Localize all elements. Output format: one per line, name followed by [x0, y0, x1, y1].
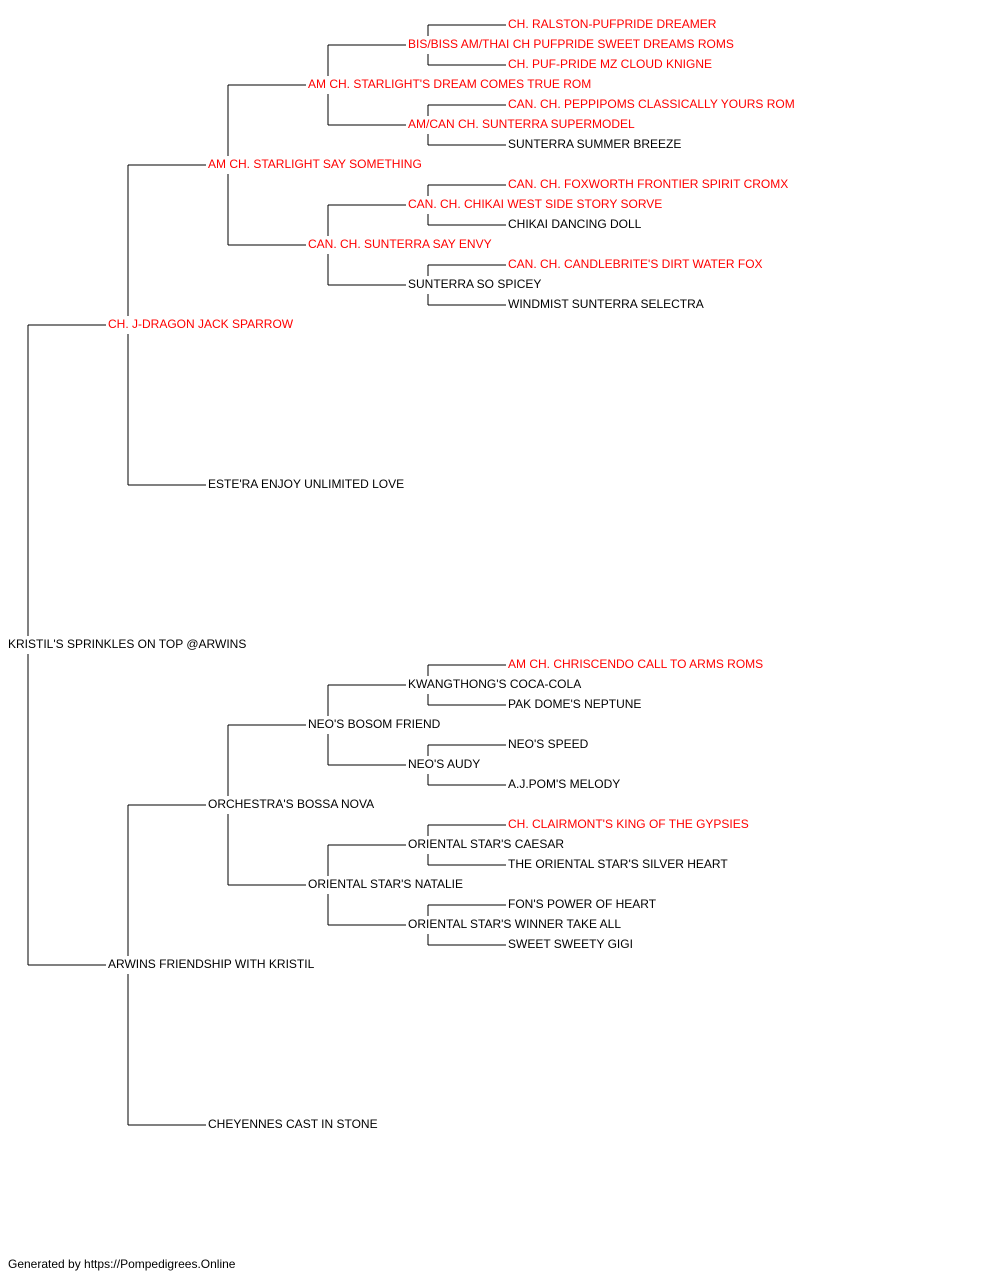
ancestor-name: CAN. CH. CANDLEBRITE'S DIRT WATER FOX	[507, 257, 764, 271]
ancestor-name: AM CH. STARLIGHT'S DREAM COMES TRUE ROM	[307, 77, 593, 91]
ancestor-name: CAN. CH. PEPPIPOMS CLASSICALLY YOURS ROM	[507, 97, 796, 111]
ancestor-name: CH. RALSTON-PUFPRIDE DREAMER	[507, 17, 718, 31]
ancestor-name: KWANGTHONG'S COCA-COLA	[407, 677, 583, 691]
ancestor-name: CAN. CH. CHIKAI WEST SIDE STORY SORVE	[407, 197, 664, 211]
ancestor-name: SWEET SWEETY GIGI	[507, 937, 634, 951]
ancestor-name: FON'S POWER OF HEART	[507, 897, 658, 911]
ancestor-name: WINDMIST SUNTERRA SELECTRA	[507, 297, 705, 311]
ancestor-name: AM CH. STARLIGHT SAY SOMETHING	[207, 157, 423, 171]
ancestor-name: NEO'S SPEED	[507, 737, 590, 751]
ancestor-name: CH. CLAIRMONT'S KING OF THE GYPSIES	[507, 817, 750, 831]
ancestor-name: BIS/BISS AM/THAI CH PUFPRIDE SWEET DREAM…	[407, 37, 735, 51]
generated-by-footer: Generated by https://Pompedigrees.Online	[8, 1257, 236, 1271]
ancestor-name: NEO'S BOSOM FRIEND	[307, 717, 442, 731]
ancestor-name: ORCHESTRA'S BOSSA NOVA	[207, 797, 376, 811]
subject-dog-name: KRISTIL'S SPRINKLES ON TOP @ARWINS	[7, 637, 248, 651]
ancestor-name: ORIENTAL STAR'S NATALIE	[307, 877, 464, 891]
ancestor-name: ORIENTAL STAR'S WINNER TAKE ALL	[407, 917, 623, 931]
ancestor-name: ARWINS FRIENDSHIP WITH KRISTIL	[107, 957, 316, 971]
ancestor-name: SUNTERRA SO SPICEY	[407, 277, 543, 291]
ancestor-name: CH. J-DRAGON JACK SPARROW	[107, 317, 295, 331]
ancestor-name: ORIENTAL STAR'S CAESAR	[407, 837, 566, 851]
ancestor-name: CAN. CH. SUNTERRA SAY ENVY	[307, 237, 493, 251]
ancestor-name: AM/CAN CH. SUNTERRA SUPERMODEL	[407, 117, 636, 131]
ancestor-name: CHIKAI DANCING DOLL	[507, 217, 643, 231]
ancestor-name: AM CH. CHRISCENDO CALL TO ARMS ROMS	[507, 657, 765, 671]
ancestor-name: A.J.POM'S MELODY	[507, 777, 622, 791]
ancestor-name: CHEYENNES CAST IN STONE	[207, 1117, 379, 1131]
ancestor-name: ESTE'RA ENJOY UNLIMITED LOVE	[207, 477, 406, 491]
ancestor-name: CH. PUF-PRIDE MZ CLOUD KNIGNE	[507, 57, 714, 71]
ancestor-name: PAK DOME'S NEPTUNE	[507, 697, 643, 711]
ancestor-name: SUNTERRA SUMMER BREEZE	[507, 137, 683, 151]
ancestor-name: THE ORIENTAL STAR'S SILVER HEART	[507, 857, 729, 871]
ancestor-name: CAN. CH. FOXWORTH FRONTIER SPIRIT CROMX	[507, 177, 790, 191]
ancestor-name: NEO'S AUDY	[407, 757, 482, 771]
